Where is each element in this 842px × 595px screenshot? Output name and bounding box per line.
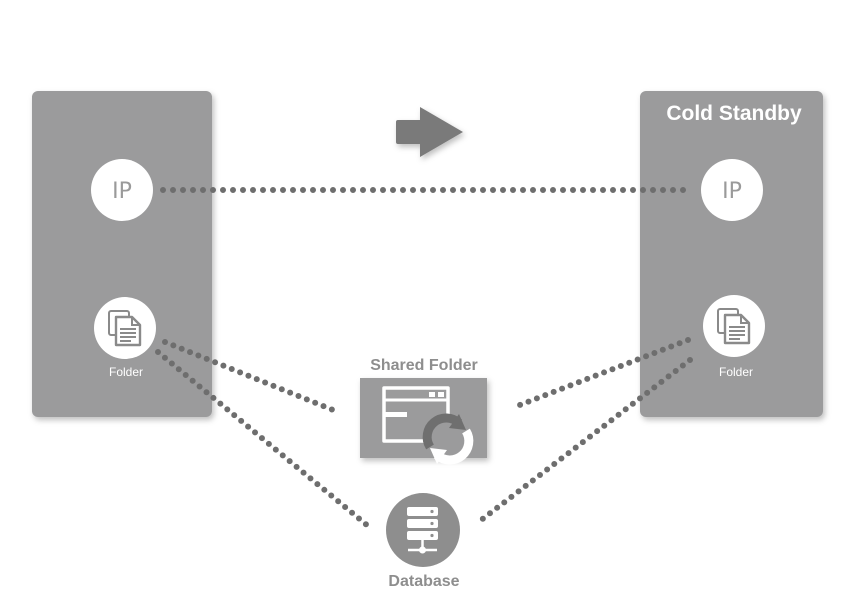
shared-folder-node <box>360 378 487 465</box>
left-folder-to-database-line <box>155 349 371 529</box>
database-node <box>386 493 460 567</box>
database-server-icon <box>407 507 438 554</box>
primary-folder-node <box>94 297 156 359</box>
standby-folder-node <box>703 295 765 357</box>
shared-folder-label: Shared Folder <box>370 357 478 374</box>
standby-ip-label: IP <box>722 179 742 204</box>
primary-ip-node: IP <box>91 159 153 221</box>
cold-standby-panel <box>640 91 823 417</box>
primary-ip-label: IP <box>112 179 132 204</box>
database-label: Database <box>388 573 459 590</box>
primary-server-panel <box>32 91 212 417</box>
primary-folder-label: Folder <box>109 365 143 379</box>
standby-ip-node: IP <box>701 159 763 221</box>
failover-arrow-icon <box>396 107 463 157</box>
document-icon <box>108 310 142 347</box>
left-folder-to-shared-line <box>162 339 336 413</box>
standby-folder-label: Folder <box>719 365 753 379</box>
shared-window-sync-icon <box>382 386 474 465</box>
right-folder-to-database-line <box>473 357 693 527</box>
document-icon <box>717 308 751 345</box>
cold-standby-title: Cold Standby <box>666 102 802 125</box>
